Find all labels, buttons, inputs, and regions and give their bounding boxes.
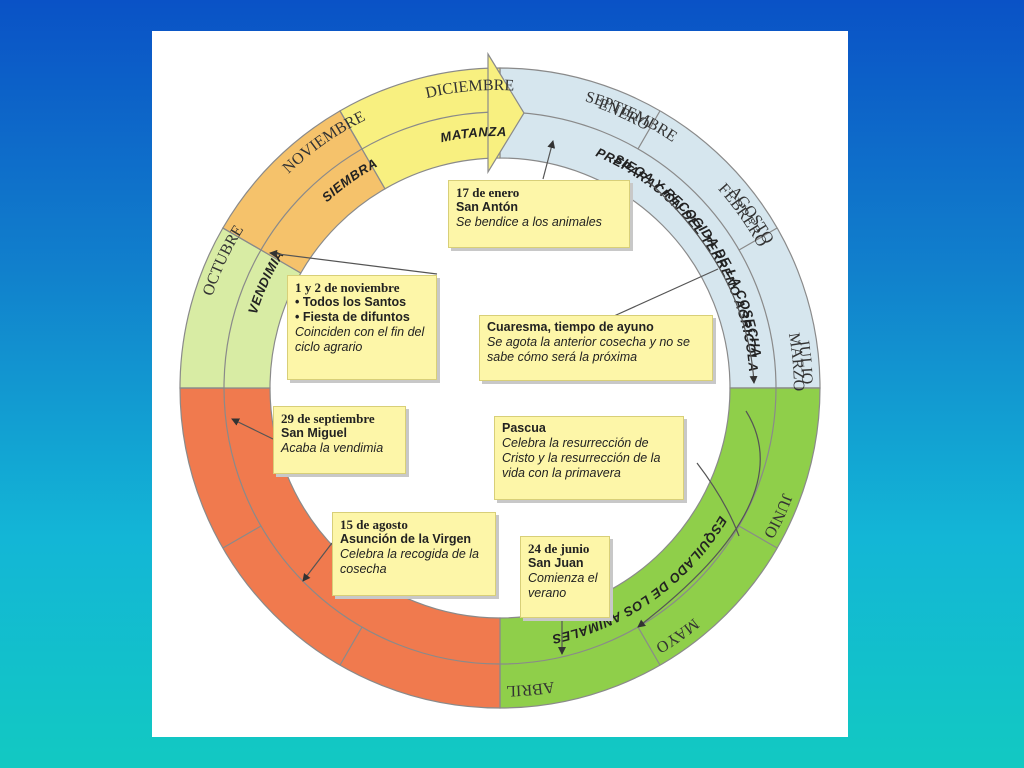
event-desc: Se bendice a los animales <box>456 215 602 229</box>
event-date: 17 de enero <box>456 185 520 200</box>
event-box-cuaresma: Cuaresma, tiempo de ayuno Se agota la an… <box>479 315 713 381</box>
event-desc: Celebra la recogida de la cosecha <box>340 547 479 576</box>
month-divider <box>339 626 363 666</box>
event-item: Fiesta de difuntos <box>295 310 429 325</box>
event-item: Todos los Santos <box>295 295 429 310</box>
event-items: Todos los Santos Fiesta de difuntos <box>295 295 429 325</box>
month-label: ABRIL <box>506 678 556 699</box>
event-box-san-juan: 24 de junio San Juan Comienza el verano <box>520 536 610 618</box>
event-date: 29 de septiembre <box>281 411 375 426</box>
matanza-arrowhead <box>487 51 525 175</box>
event-date: 24 de junio <box>528 541 590 556</box>
event-box-asuncion: 15 de agosto Asunción de la Virgen Celeb… <box>332 512 496 596</box>
event-desc: Celebra la resurrección de Cristo y la r… <box>502 436 661 480</box>
event-box-san-anton: 17 de enero San Antón Se bendice a los a… <box>448 180 630 248</box>
event-box-san-miguel: 29 de septiembre San Miguel Acaba la ven… <box>273 406 406 474</box>
sector-spring <box>499 387 821 709</box>
event-name: San Juan <box>528 556 584 570</box>
event-name: San Antón <box>456 200 519 214</box>
event-desc: Se agota la anterior cosecha y no se sab… <box>487 335 690 364</box>
agrarian-calendar-wheel: ENEROFEBREROMARZOABRILMAYOJUNIOJULIOAGOS… <box>179 51 821 709</box>
month-label: JULIO <box>794 338 815 384</box>
month-divider <box>222 227 262 251</box>
event-box-pascua: Pascua Celebra la resurrección de Cristo… <box>494 416 684 500</box>
event-date: 15 de agosto <box>340 517 408 532</box>
month-divider <box>637 110 661 150</box>
event-name: San Miguel <box>281 426 347 440</box>
event-name: Cuaresma, tiempo de ayuno <box>487 320 654 334</box>
event-box-todos-santos: 1 y 2 de noviembre Todos los Santos Fies… <box>287 275 437 380</box>
month-divider <box>637 626 661 666</box>
event-desc: Coinciden con el fin del ciclo agrario <box>295 325 425 354</box>
month-divider <box>339 110 363 150</box>
month-divider <box>738 525 778 549</box>
event-name: Asunción de la Virgen <box>340 532 472 546</box>
season-sectors <box>179 67 821 709</box>
event-name: Pascua <box>502 421 546 435</box>
month-divider <box>738 227 778 251</box>
event-desc: Acaba la vendimia <box>281 441 384 455</box>
event-connectors <box>231 140 761 655</box>
month-divider <box>222 525 262 549</box>
event-desc: Comienza el verano <box>528 571 598 600</box>
event-date: 1 y 2 de noviembre <box>295 280 400 295</box>
